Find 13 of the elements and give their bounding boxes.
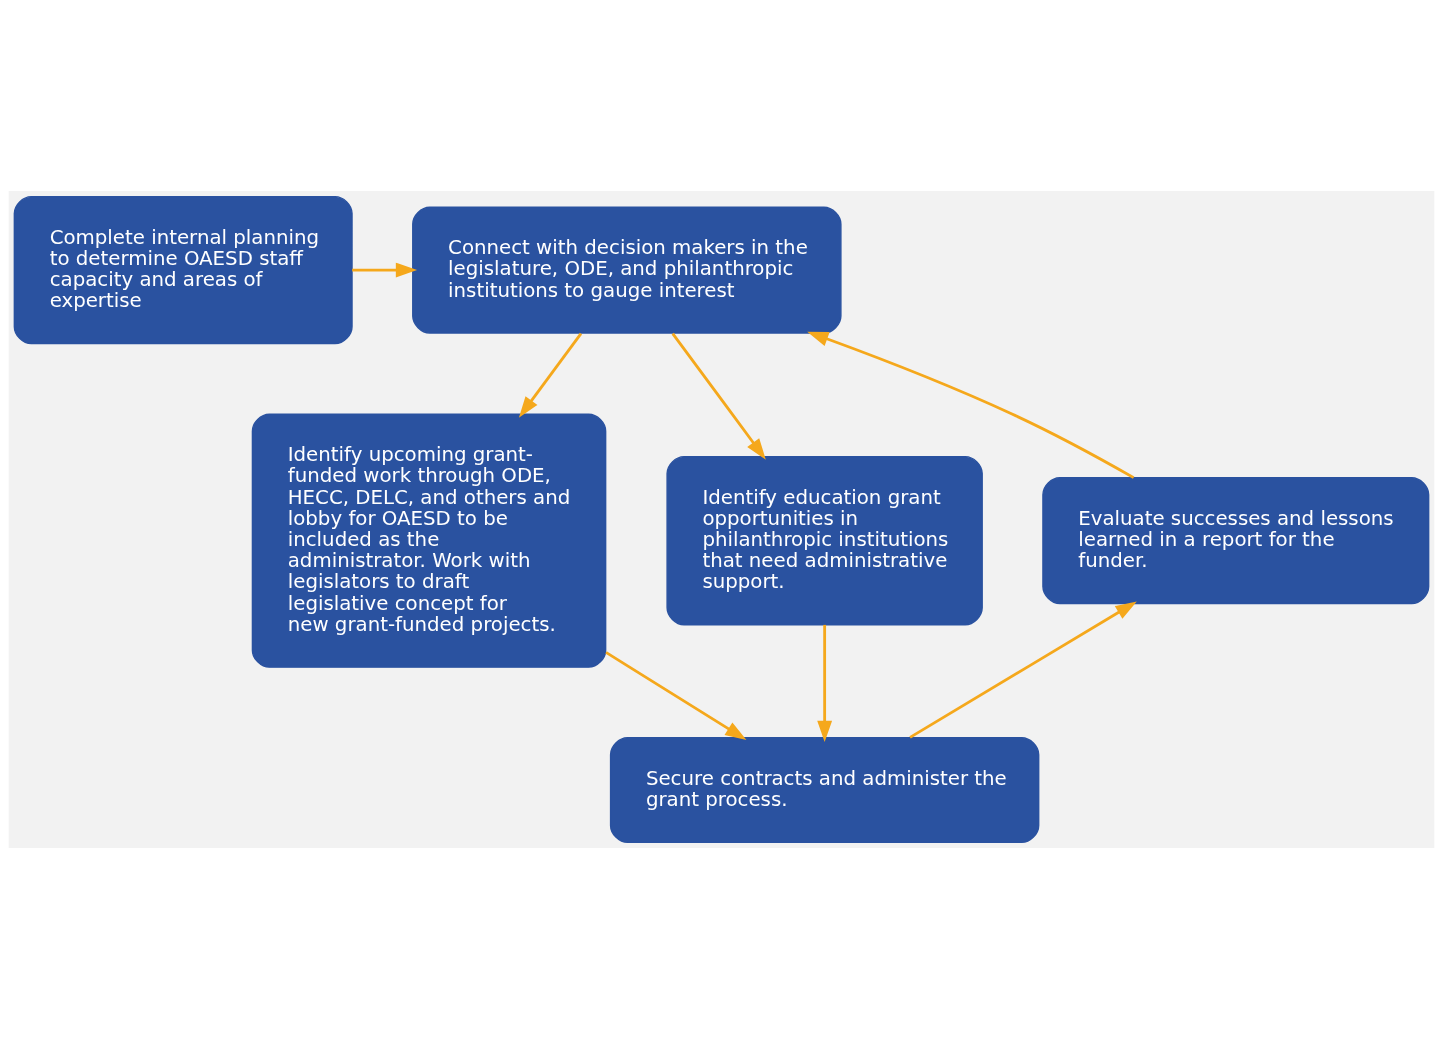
node-box: Complete internal planning to determine OAESD staff capacity and areas of expertise bbox=[13, 195, 353, 345]
arrow bbox=[352, 262, 418, 278]
arrow bbox=[817, 624, 833, 742]
arrow bbox=[605, 651, 747, 740]
arrow bbox=[518, 332, 583, 418]
node-box: Secure contracts and administer the grant process. bbox=[609, 737, 1040, 844]
arrow bbox=[909, 601, 1137, 739]
arrow bbox=[807, 331, 1135, 479]
arrow bbox=[671, 332, 766, 460]
node-box: Evaluate successes and lessons learned in a report for the funder. bbox=[1042, 477, 1430, 605]
node-box: Connect with decision makers in the legislature, ODE, and philanthropic institutions to gauge interest bbox=[412, 206, 842, 334]
node-box: Identify upcoming grant-funded work through ODE, HECC, DELC, and others and lobby for OAESD to be included as the administrator. Work with legislators to draft legislative concept for new grant-funded projects. bbox=[251, 413, 607, 668]
node-box: Identify education grant opportunities in philanthropic institutions that need administrative support. bbox=[666, 455, 983, 626]
